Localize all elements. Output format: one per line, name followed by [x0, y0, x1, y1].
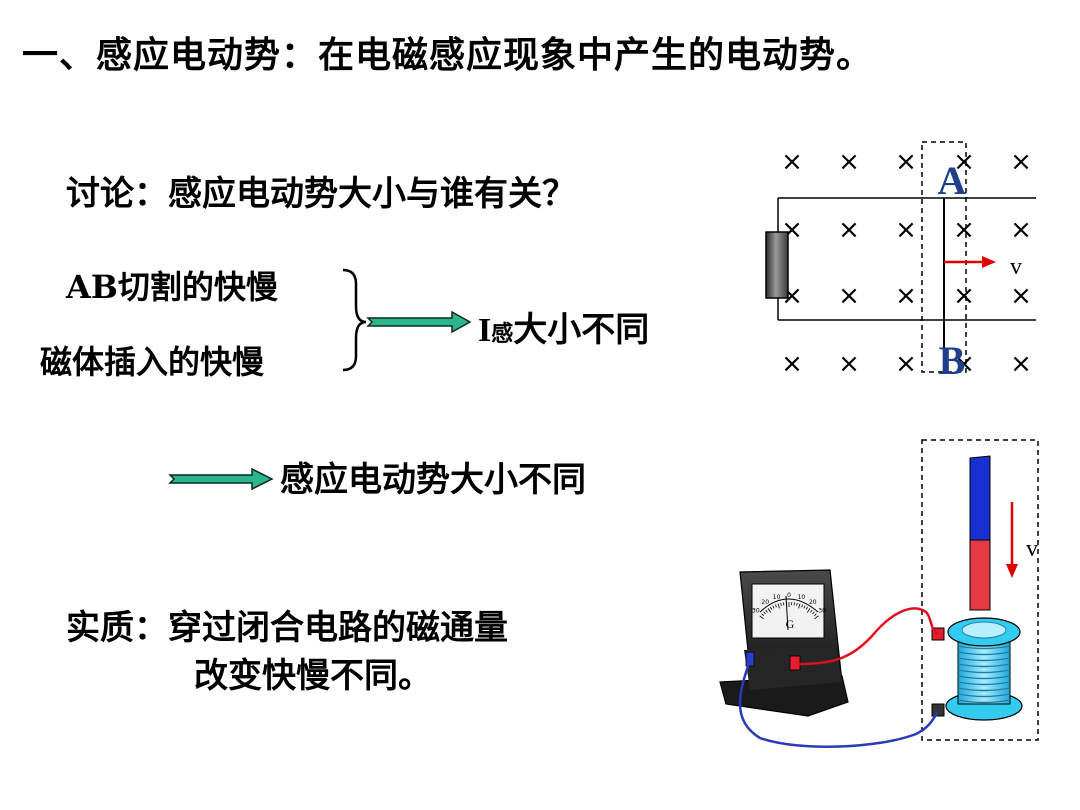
resistor	[765, 231, 789, 299]
dial-scale-number: 0	[787, 592, 791, 599]
coil-turn	[957, 693, 1011, 698]
essence-line-2: 改变快慢不同。	[194, 656, 432, 696]
arrow-to-emf-icon	[168, 467, 274, 491]
rod-velocity-label: v	[1010, 254, 1022, 280]
coil-turn	[957, 681, 1011, 686]
dial-tick	[775, 604, 777, 608]
dial-tick	[812, 611, 815, 615]
coil-turn	[957, 699, 1011, 704]
coil-turn	[957, 645, 1011, 650]
result-emf-differs: 感应电动势大小不同	[280, 460, 586, 500]
field-cross-mark: ×	[953, 281, 975, 311]
dial-tick	[767, 608, 772, 613]
bar-magnet	[969, 455, 991, 611]
galvanometer-needle	[785, 595, 789, 631]
field-cross-mark: ×	[895, 147, 917, 177]
solenoid-coil	[945, 617, 1023, 721]
field-cross-mark: ×	[781, 349, 803, 379]
red-wire	[797, 607, 939, 666]
coil-turn	[957, 657, 1011, 662]
coil-turn	[957, 651, 1011, 656]
field-cross-mark: ×	[838, 147, 860, 177]
galvanometer-label: G	[786, 617, 795, 631]
field-cross-mark: ×	[838, 215, 860, 245]
rod-velocity-arrowhead-icon	[982, 256, 996, 268]
coil-dashed-outline	[921, 439, 1039, 741]
field-cross-mark: ×	[1010, 147, 1032, 177]
meter-terminal-blue	[745, 651, 755, 667]
condition-rod-cutting: AB切割的快慢	[66, 268, 278, 306]
dial-scale-number: 30	[752, 608, 760, 615]
result-current-text: 大小不同	[513, 310, 650, 350]
coil-turn	[957, 663, 1011, 668]
field-cross-mark: ×	[953, 215, 975, 245]
dial-tick	[777, 603, 780, 609]
page-heading: 一、感应电动势：在电磁感应现象中产生的电动势。	[22, 34, 874, 76]
dial-scale-number: 10	[773, 594, 781, 601]
dial-tick	[763, 611, 766, 615]
dial-tick	[803, 605, 806, 609]
field-cross-mark: ×	[895, 215, 917, 245]
magnetic-field-crosses: ××××××××××××××××××××	[781, 147, 1032, 379]
coil-turn	[957, 687, 1011, 692]
current-symbol: I	[478, 312, 492, 349]
rod-dashed-outline	[921, 141, 967, 373]
rod-label-b: B	[939, 338, 966, 383]
dial-scale-number: 10	[798, 594, 806, 601]
rod-label-a: A	[938, 158, 967, 203]
discussion-question: 讨论：感应电动势大小与谁有关？	[66, 174, 576, 214]
dial-tick	[796, 602, 798, 606]
field-cross-mark: ×	[781, 147, 803, 177]
dial-tick	[810, 609, 813, 613]
magnet-velocity-arrowhead-icon	[1006, 564, 1018, 578]
dial-scale-number: 20	[809, 599, 817, 606]
field-cross-mark: ×	[838, 349, 860, 379]
field-cross-mark: ×	[838, 281, 860, 311]
field-cross-mark: ×	[1010, 349, 1032, 379]
current-subscript: 感	[491, 321, 514, 347]
dial-tick	[769, 606, 773, 610]
dial-tick	[814, 615, 819, 620]
dial-tick	[801, 604, 803, 608]
dial-tick	[780, 602, 782, 606]
dial-tick	[806, 608, 811, 613]
field-cross-mark: ×	[895, 281, 917, 311]
dial-tick	[813, 613, 817, 617]
coil-terminal-bottom	[931, 703, 945, 717]
magnet-velocity-label: v	[1026, 536, 1038, 562]
dial-tick	[772, 605, 775, 609]
essence-line-1: 实质：穿过闭合电路的磁通量	[66, 608, 508, 648]
field-cross-mark: ×	[953, 147, 975, 177]
dial-tick	[759, 615, 764, 620]
result-current-differs: I感大小不同	[478, 302, 649, 351]
dial-tick	[765, 609, 768, 613]
field-cross-mark: ×	[895, 349, 917, 379]
dial-scale-number: 20	[761, 599, 769, 606]
field-cross-mark: ×	[1010, 281, 1032, 311]
blue-wire	[738, 659, 939, 748]
dial-tick	[798, 603, 801, 609]
dial-scale-number: 30	[818, 608, 826, 615]
coil-turn	[957, 669, 1011, 674]
dial-tick	[761, 613, 765, 617]
curly-brace	[342, 268, 367, 372]
dial-tick	[805, 606, 809, 610]
arrow-to-current-icon	[366, 310, 472, 334]
condition-magnet-insertion: 磁体插入的快慢	[40, 343, 265, 381]
field-cross-mark: ×	[1010, 215, 1032, 245]
coil-turn	[957, 675, 1011, 680]
